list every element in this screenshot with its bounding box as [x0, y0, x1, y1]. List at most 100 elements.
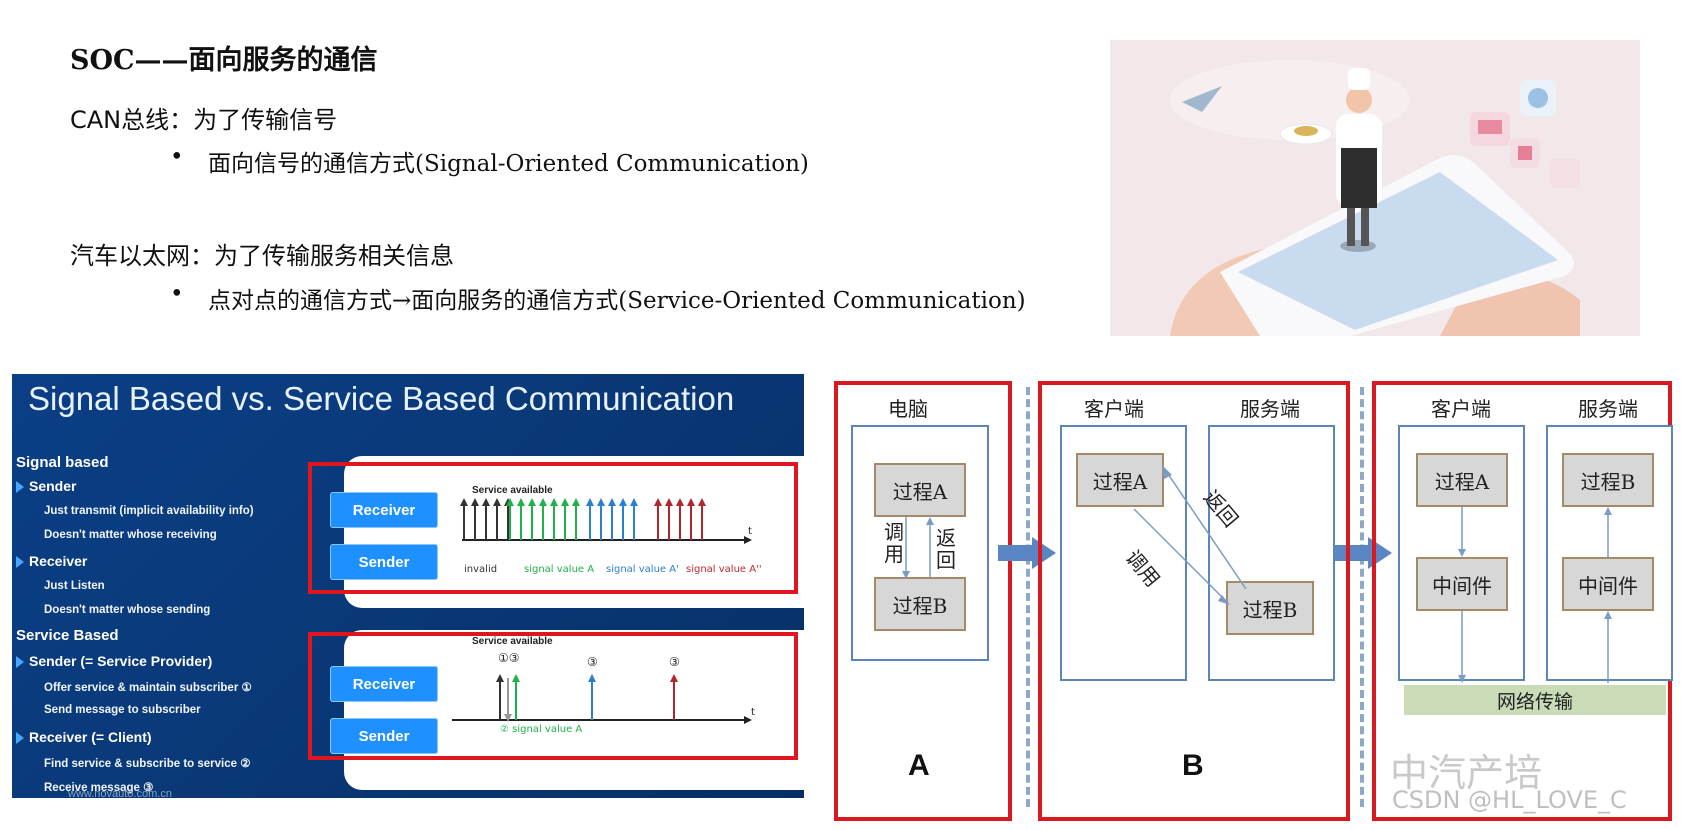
- service-receiver-item: Find service & subscribe to service ②: [44, 758, 251, 770]
- watermark-csdn: CSDN @HL_LOVE_C: [1392, 786, 1627, 814]
- signal-receiver: Receiver: [16, 553, 87, 569]
- illustration-svg: [1110, 40, 1640, 336]
- signal-arrow-head: [471, 498, 479, 506]
- signal-arrow-head: [550, 498, 558, 506]
- letter-b: B: [1182, 749, 1204, 782]
- triangle-icon: [16, 656, 24, 669]
- signal-arrow-head: [539, 498, 547, 506]
- server-label: 服务端: [1578, 397, 1638, 421]
- service-sender-item: Send message to subscriber: [44, 704, 201, 716]
- signal-diagram-frame: [308, 462, 798, 594]
- service-available-label-2: Service available: [472, 636, 553, 647]
- network-transport: 网络传输: [1404, 685, 1666, 715]
- separator-1: [1026, 387, 1030, 807]
- label-invalid: invalid: [464, 564, 498, 575]
- axis-t-label: t: [748, 526, 752, 537]
- signal-arrow-head: [586, 498, 594, 506]
- signal-arrow-head: [482, 498, 490, 506]
- flow-arrows: [1458, 507, 1612, 683]
- can-heading: CAN总线：为了传输信号: [70, 106, 338, 134]
- signal-receiver-item: Just Listen: [44, 580, 105, 592]
- call-return-arrows: [902, 517, 934, 579]
- client-label: 客户端: [1431, 397, 1491, 421]
- axis-t-label-2: t: [751, 707, 755, 718]
- signal-receiver-label: Receiver: [29, 553, 88, 569]
- signal-sender: Sender: [16, 478, 76, 494]
- signal-based-heading: Signal based: [16, 454, 109, 471]
- watermark-brand: 中汽产培: [1390, 751, 1543, 795]
- mark-3b: ③: [669, 655, 680, 669]
- panel-b: [1038, 381, 1350, 821]
- service-sender-label: Sender (= Service Provider): [29, 653, 213, 669]
- middleware-server: 中间件: [1562, 557, 1654, 611]
- bullet-marker: •: [170, 144, 184, 170]
- signal-arrow-head: [698, 498, 706, 506]
- process-a: 过程A: [874, 463, 966, 517]
- signal-vs-service-panel: Signal Based vs. Service Based Communica…: [12, 374, 804, 798]
- pc-label: 电脑: [888, 397, 928, 421]
- signal-sender-item: Doesn't matter whose receiving: [44, 529, 217, 541]
- can-bullet: • 面向信号的通信方式(Signal-Oriented Communicatio…: [170, 144, 809, 178]
- signal-arrow-head: [676, 498, 684, 506]
- server-box: [1208, 425, 1335, 681]
- signal-arrow-head: [687, 498, 695, 506]
- chef-phone-illustration: [1110, 40, 1640, 336]
- signal-arrow-head: [630, 498, 638, 506]
- process-b: 过程B: [1562, 453, 1654, 507]
- service-receiver: Receiver (= Client): [16, 729, 152, 745]
- process-b: 过程B: [1226, 581, 1314, 635]
- bullet-marker: •: [170, 281, 184, 307]
- letter-a: A: [908, 749, 930, 782]
- signal-receiver-item: Doesn't matter whose sending: [44, 604, 211, 616]
- service-available-label: Service available: [472, 485, 553, 496]
- architecture-diagram: 电脑 过程A 过程B 调用 返回 A 客户端 服务端 过程A 过程B 调用 返回…: [826, 375, 1676, 823]
- client-label: 客户端: [1084, 397, 1144, 421]
- middleware-client: 中间件: [1416, 557, 1508, 611]
- sender-button-2: Sender: [330, 718, 438, 754]
- service-diagram-frame: [308, 632, 798, 760]
- signal-sender-label: Sender: [29, 478, 77, 494]
- mark-3a: ③: [587, 655, 598, 669]
- slide-title: SOC——面向服务的通信: [70, 45, 378, 76]
- call-text: 调用: [884, 520, 904, 566]
- label-signal-a-2: ② signal value A: [500, 724, 583, 735]
- signal-arrow-head: [619, 498, 627, 506]
- label-signal-a: signal value A: [524, 564, 595, 575]
- signal-arrow-head: [572, 498, 580, 506]
- ethernet-heading: 汽车以太网：为了传输服务相关信息: [70, 242, 454, 270]
- service-receiver-item: Receive message ③: [44, 782, 154, 794]
- signal-arrow-head: [506, 498, 514, 506]
- process-a: 过程A: [1416, 453, 1508, 507]
- receiver-button-2: Receiver: [330, 666, 438, 702]
- ethernet-bullet-text: 点对点的通信方式→面向服务的通信方式(Service-Oriented Comm…: [208, 288, 1026, 314]
- panel-a: [834, 381, 1012, 821]
- process-a: 过程A: [1076, 453, 1164, 507]
- signal-arrow-head: [528, 498, 536, 506]
- signal-arrow-head: [608, 498, 616, 506]
- service-based-heading: Service Based: [16, 627, 119, 644]
- triangle-icon: [16, 732, 24, 745]
- signal-sender-item: Just transmit (implicit availability inf…: [44, 505, 254, 517]
- footer-url: www.novauto.com.cn: [68, 788, 172, 798]
- signal-arrows-svg: [460, 498, 752, 544]
- signal-arrow-head: [597, 498, 605, 506]
- sender-button-1: Sender: [330, 544, 438, 580]
- label-signal-a2: signal value A': [606, 564, 679, 575]
- service-receiver-label: Receiver (= Client): [29, 729, 152, 745]
- signal-arrow-head: [460, 498, 468, 506]
- call-return-diagonal-arrows: [1133, 465, 1247, 605]
- process-b: 过程B: [874, 577, 966, 631]
- server-label: 服务端: [1240, 397, 1300, 421]
- service-sender: Sender (= Service Provider): [16, 653, 212, 669]
- mark-1-3: ①③: [498, 651, 520, 665]
- triangle-icon: [16, 556, 24, 569]
- signal-arrow-head: [493, 498, 501, 506]
- signal-arrow-head: [665, 498, 673, 506]
- service-arrows-svg: [452, 674, 752, 724]
- triangle-icon: [16, 481, 24, 494]
- service-sender-item: Offer service & maintain subscriber ①: [44, 682, 252, 694]
- signal-arrow-head: [517, 498, 525, 506]
- label-signal-a3: signal value A'': [686, 564, 762, 575]
- can-bullet-text: 面向信号的通信方式(Signal-Oriented Communication): [208, 151, 809, 177]
- receiver-button-1: Receiver: [330, 492, 438, 528]
